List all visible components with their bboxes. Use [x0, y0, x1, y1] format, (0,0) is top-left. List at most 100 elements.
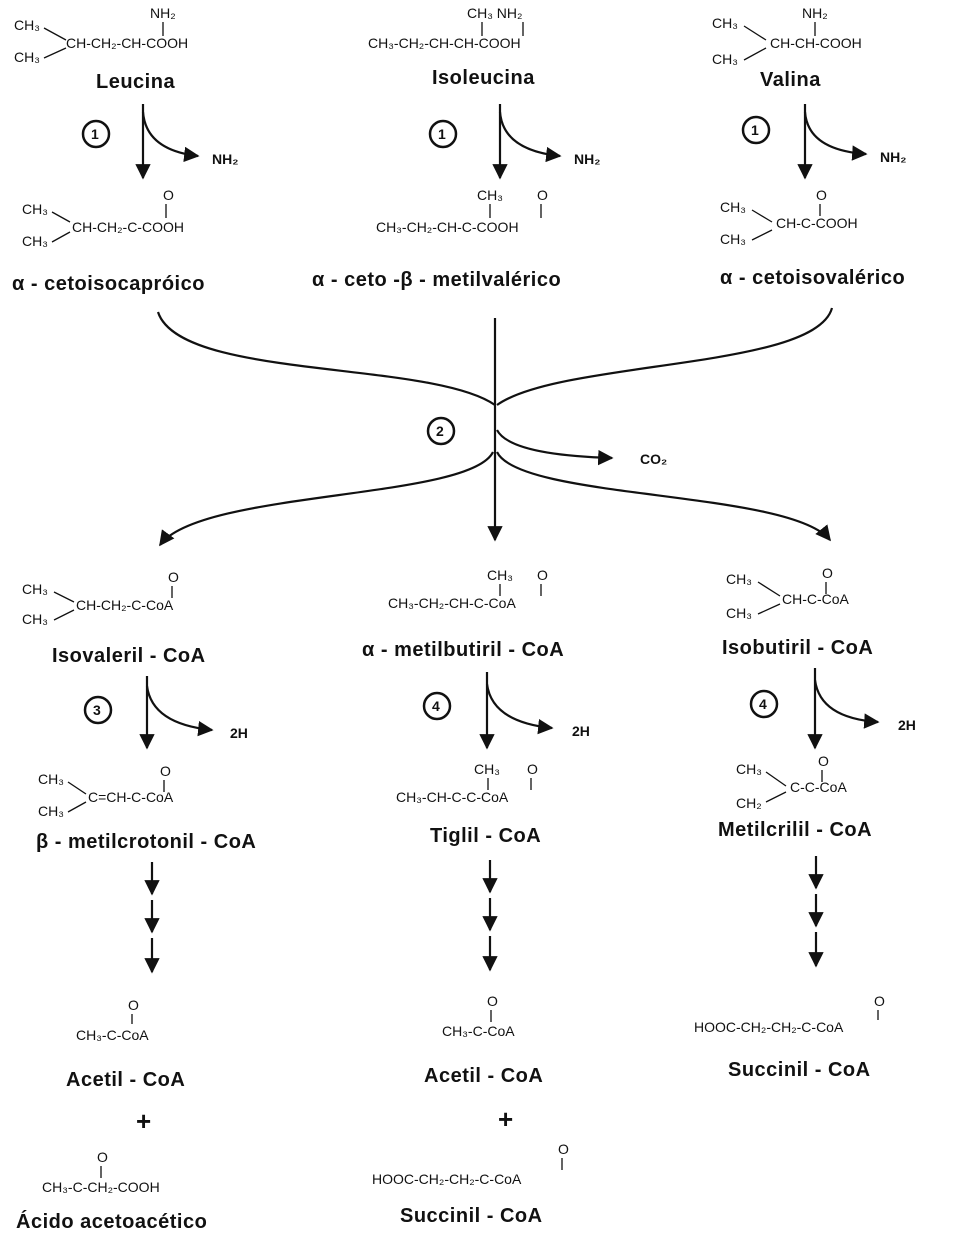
curve-right-out — [496, 451, 831, 542]
keto-o: O — [537, 187, 548, 203]
final-middle-acetil: O CH₃-C-CoA Acetil - CoA — [424, 993, 543, 1087]
final-main: CH₃-C-CoA — [442, 1023, 515, 1039]
keto-ch3-top: CH₃ — [477, 187, 503, 203]
step-number: 1 — [438, 126, 446, 142]
valina-structure: NH₂ CH₃ CH₃ CH-CH-COOH Valina — [712, 5, 862, 91]
keto-name: α - cetoisovalérico — [720, 267, 905, 289]
enoyl-name: β - metilcrotonil - CoA — [36, 831, 256, 853]
arrow-side — [803, 111, 868, 161]
bond — [765, 771, 787, 787]
bond — [765, 791, 787, 803]
acyl-left: O CH₃ CH₃ CH-CH₂-C-CoA Isovaleril - CoA — [22, 569, 205, 667]
enoyl-main: C-C-CoA — [790, 779, 847, 795]
step4-right: 4 2H — [749, 668, 916, 750]
final-main: HOOC-CH₂-CH₂-C-CoA — [694, 1019, 844, 1035]
bond — [751, 229, 773, 241]
acyl-main: CH-CH₂-C-CoA — [76, 597, 174, 613]
enoyl-main: CH₃-CH-C-C-CoA — [396, 789, 509, 805]
arrow-side — [485, 683, 554, 735]
acyl-middle: CH₃ O CH₃-CH₂-CH-C-CoA α - metilbutiril … — [362, 567, 564, 661]
bond — [43, 27, 67, 41]
acyl-main: CH-C-CoA — [782, 591, 850, 607]
acyl-name: Isobutiril - CoA — [722, 637, 873, 659]
leucina-nh2: NH₂ — [150, 5, 176, 21]
keto-left: O CH₃ CH₃ CH-CH₂-C-COOH α - cetoisocapró… — [12, 187, 204, 295]
keto-name: α - ceto -β - metilvalérico — [312, 269, 561, 291]
isoleucina-top: CH₃ NH₂ — [467, 5, 522, 21]
final-main: HOOC-CH₂-CH₂-C-CoA — [372, 1171, 522, 1187]
acyl-ch3-top: CH₃ — [487, 567, 513, 583]
enoyl-name: Metilcrilil - CoA — [718, 819, 872, 841]
enoyl-main: C=CH-C-CoA — [88, 789, 174, 805]
enoyl-ch2-lower: CH₂ — [736, 795, 762, 811]
final-right-succinil: O HOOC-CH₂-CH₂-C-CoA Succinil - CoA — [694, 993, 885, 1081]
final-name: Acetil - CoA — [66, 1069, 185, 1091]
arrow-side — [498, 111, 562, 163]
final-o: O — [128, 997, 139, 1013]
acyl-o: O — [822, 565, 833, 581]
plus-sign-left: + — [136, 1106, 151, 1136]
leucina-ch3-upper: CH₃ — [14, 17, 40, 33]
final-name: Acetil - CoA — [424, 1065, 543, 1087]
keto-ch3-lower: CH₃ — [22, 233, 48, 249]
valina-ch3-upper: CH₃ — [712, 15, 738, 31]
isoleucina-structure: CH₃ NH₂ CH₃-CH₂-CH-CH-COOH Isoleucina — [368, 5, 535, 89]
keto-right: O CH₃ CH₃ CH-C-COOH α - cetoisovalérico — [720, 187, 905, 289]
step-marker — [749, 689, 779, 719]
valina-nh2: NH₂ — [802, 5, 828, 21]
keto-o: O — [816, 187, 827, 203]
bond — [43, 47, 67, 59]
keto-middle: CH₃ O CH₃-CH₂-CH-C-COOH α - ceto -β - me… — [312, 187, 561, 291]
converge-arrows: 2 CO₂ — [156, 307, 834, 547]
acyl-main: CH₃-CH₂-CH-C-CoA — [388, 595, 516, 611]
leucina-name: Leucina — [96, 71, 175, 93]
step-number: 4 — [759, 696, 767, 712]
curve-left-in — [156, 311, 496, 406]
leucina-main: CH-CH₂-CH-COOH — [66, 35, 188, 51]
step-number: 1 — [91, 126, 99, 142]
step-marker — [741, 115, 771, 145]
acyl-ch3-lower: CH₃ — [726, 605, 752, 621]
enoyl-middle: CH₃ O CH₃-CH-C-C-CoA Tiglil - CoA — [396, 761, 541, 847]
acyl-ch3-upper: CH₃ — [22, 581, 48, 597]
enoyl-ch3-upper: CH₃ — [38, 771, 64, 787]
co2-product: CO₂ — [640, 451, 667, 467]
valina-ch3-lower: CH₃ — [712, 51, 738, 67]
final-main: CH₃-C-CH₂-COOH — [42, 1179, 160, 1195]
nh2-product: NH₂ — [880, 149, 906, 165]
final-left-acetoacetico: O CH₃-C-CH₂-COOH Ácido acetoacético — [16, 1149, 207, 1233]
arrow-side — [813, 679, 880, 729]
final-left-acetil: O CH₃-C-CoA Acetil - CoA — [66, 997, 185, 1091]
step1-left: 1 NH₂ — [81, 104, 238, 180]
acyl-right: O CH₃ CH₃ CH-C-CoA Isobutiril - CoA — [722, 565, 873, 659]
keto-main: CH-C-COOH — [776, 215, 858, 231]
bond — [67, 781, 87, 795]
plus-sign-middle: + — [498, 1104, 513, 1134]
isoleucina-name: Isoleucina — [432, 67, 535, 89]
isoleucina-main: CH₃-CH₂-CH-CH-COOH — [368, 35, 521, 51]
final-main: CH₃-C-CoA — [76, 1027, 149, 1043]
step-marker — [83, 695, 113, 725]
step-number: 4 — [432, 698, 440, 714]
valina-main: CH-CH-COOH — [770, 35, 862, 51]
bond — [757, 581, 781, 597]
keto-ch3-upper: CH₃ — [720, 199, 746, 215]
enoyl-o: O — [818, 753, 829, 769]
keto-main: CH₃-CH₂-CH-C-COOH — [376, 219, 519, 235]
bond — [743, 25, 767, 41]
enoyl-o: O — [527, 761, 538, 777]
enoyl-ch3-lower: CH₃ — [38, 803, 64, 819]
enoyl-o: O — [160, 763, 171, 779]
co2-arrow — [496, 429, 614, 466]
step-marker — [81, 119, 111, 149]
step-marker — [426, 416, 456, 446]
acyl-o: O — [537, 567, 548, 583]
step4-middle: 4 2H — [422, 672, 590, 750]
acyl-ch3-upper: CH₃ — [726, 571, 752, 587]
curve-right-in — [496, 307, 834, 406]
enoyl-name: Tiglil - CoA — [430, 825, 541, 847]
acyl-ch3-lower: CH₃ — [22, 611, 48, 627]
step1-right: 1 NH₂ — [741, 104, 906, 180]
